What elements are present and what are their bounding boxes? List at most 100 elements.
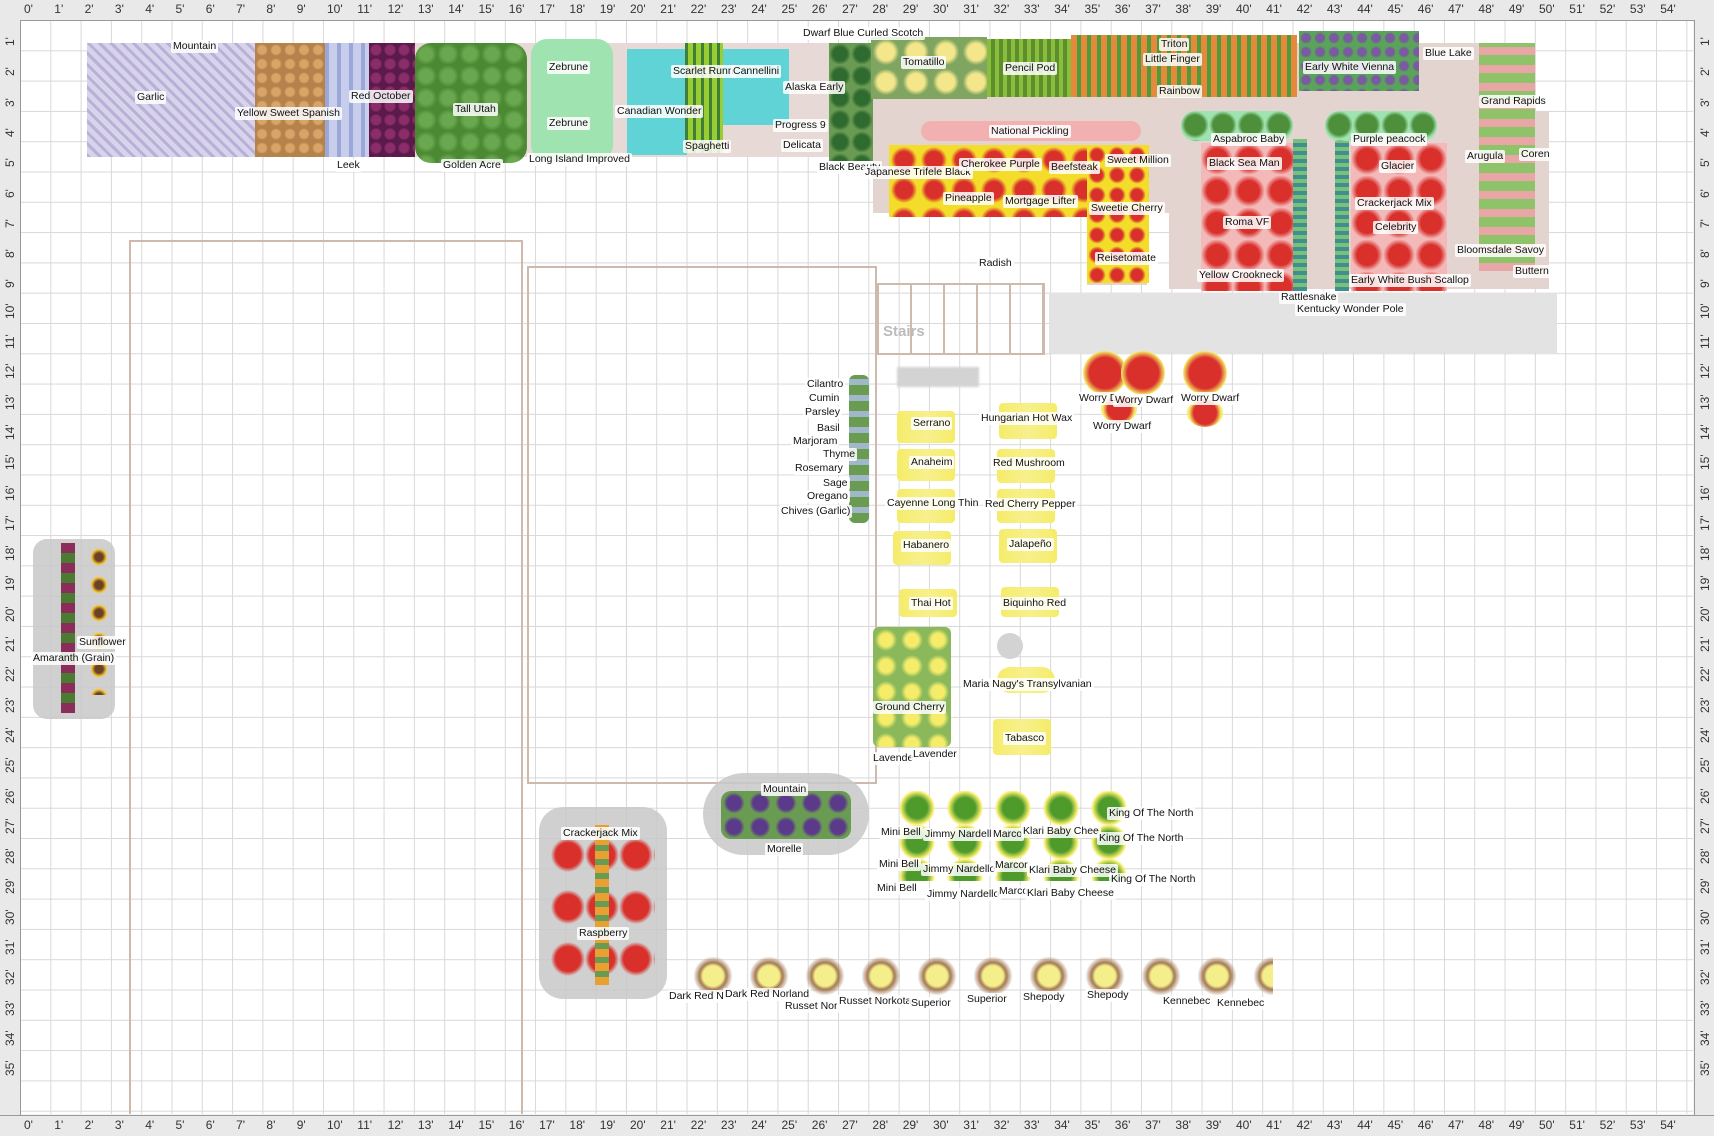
ruler-y-tick: 2' (3, 67, 17, 77)
ruler-top: 0'1'2'3'4'5'6'7'8'9'10'11'12'13'14'15'16… (0, 0, 1714, 21)
ruler-x-tick: 47' (1448, 2, 1464, 16)
ruler-x-tick: 17' (539, 1118, 555, 1132)
pole-bean-2[interactable] (1335, 141, 1349, 291)
ruler-y-tick: 9' (3, 279, 17, 289)
ruler-y-tick: 28' (1698, 848, 1712, 865)
ruler-x-tick: 8' (266, 2, 276, 16)
ruler-x-tick: 43' (1326, 1118, 1343, 1132)
label-crackerjack-top: Crackerjack Mix (1355, 197, 1434, 210)
ruler-x-tick: 11' (357, 2, 373, 16)
ruler-x-tick: 41' (1266, 2, 1282, 16)
ruler-left: 1'2'3'4'5'6'7'8'9'10'11'12'13'14'15'16'1… (0, 20, 21, 1115)
ruler-x-tick: 54' (1660, 2, 1676, 16)
path-block[interactable] (897, 367, 979, 387)
label-sweet-million: Sweet Million (1105, 154, 1171, 167)
ruler-x-tick: 1' (54, 2, 64, 16)
pea-trellis[interactable] (685, 43, 723, 153)
ruler-x-tick: 20' (630, 2, 646, 16)
worry-dwarf-plant-2[interactable] (1121, 351, 1165, 395)
label-marjoram: Marjoram (791, 435, 840, 448)
bed-outline-left[interactable] (129, 240, 523, 1114)
ruler-x-tick: 12' (387, 1118, 404, 1132)
pole-bean-1[interactable] (1293, 139, 1307, 291)
label-zebrune-1: Zebrune (547, 61, 591, 74)
ruler-x-tick: 14' (448, 2, 464, 16)
eggplant-plants[interactable] (721, 791, 851, 839)
ruler-x-tick: 48' (1478, 2, 1495, 16)
ruler-x-tick: 1' (54, 1118, 64, 1132)
ruler-x-tick: 19' (599, 2, 616, 16)
label-delicata: Delicata (781, 139, 823, 152)
ruler-x-tick: 38' (1175, 1118, 1192, 1132)
ruler-y-tick: 4' (3, 127, 17, 137)
amaranth-plants[interactable] (61, 543, 75, 713)
label-canadian-wonder: Canadian Wonder (615, 105, 704, 118)
ruler-x-tick: 35' (1084, 1118, 1101, 1132)
label-basil: Basil (815, 422, 842, 435)
worry-dwarf-plant-1[interactable] (1083, 351, 1127, 395)
label-kentucky-wonder: Kentucky Wonder Pole (1295, 303, 1406, 316)
ruler-y-tick: 11' (3, 334, 17, 349)
label-triton: Triton (1159, 38, 1190, 51)
ruler-y-tick: 15' (1698, 454, 1712, 471)
ruler-x-tick: 26' (811, 2, 828, 16)
herb-column[interactable] (849, 375, 869, 523)
bed-outline-center[interactable] (527, 266, 877, 784)
sunflower-plants[interactable] (91, 543, 107, 695)
ruler-x-tick: 40' (1236, 2, 1252, 16)
label-tall-utah: Tall Utah (453, 103, 498, 116)
label-jimmy-2: Jimmy Nardello (921, 863, 998, 876)
label-klari-2: Klari Baby Cheese (1027, 864, 1118, 877)
label-japanese-trifele: Japanese Trifele Black (863, 166, 973, 179)
ruler-y-tick: 24' (1698, 727, 1712, 743)
label-shepody-1: Shepody (1021, 991, 1067, 1004)
ruler-x-tick: 50' (1539, 1118, 1555, 1132)
label-oregano: Oregano (805, 490, 850, 503)
ruler-x-tick: 51' (1569, 1118, 1585, 1132)
worry-dwarf-plant-3[interactable] (1183, 351, 1227, 395)
label-dark-red-2: Dark Red Norland (723, 988, 812, 1001)
ruler-y-tick: 34' (3, 1030, 17, 1046)
ruler-x-tick: 27' (842, 2, 858, 16)
label-marconi-3: Marco (997, 885, 1031, 898)
ruler-x-tick: 35' (1084, 2, 1101, 16)
onion-bed[interactable] (255, 43, 325, 157)
label-cilantro: Cilantro (805, 378, 846, 391)
label-chives: Chives (Garlic) (779, 505, 853, 518)
label-zebrune-2: Zebrune (547, 117, 591, 130)
label-kennebec-1: Kennebec (1161, 995, 1213, 1008)
label-tomatillo: Tomatillo (901, 56, 947, 69)
label-jalapeno: Jalapeño (1007, 538, 1054, 551)
ruler-x-tick: 33' (1023, 2, 1040, 16)
ruler-y-tick: 30' (3, 909, 17, 925)
ruler-x-tick: 19' (599, 1118, 616, 1132)
bean-bed-cyan[interactable] (721, 49, 789, 125)
garden-canvas[interactable]: Stairs Mountain Garlic Yellow Sweet Span… (21, 21, 1693, 1114)
ruler-x-tick: 52' (1599, 1118, 1616, 1132)
ruler-y-tick: 8' (1698, 249, 1712, 259)
ruler-x-tick: 10' (327, 1118, 343, 1132)
ruler-x-tick: 4' (145, 1118, 155, 1132)
ruler-y-tick: 7' (3, 218, 17, 228)
label-lavender-2: Lavender (911, 748, 959, 761)
label-pineapple: Pineapple (943, 192, 994, 205)
label-black-sea-man: Black Sea Man (1207, 157, 1282, 170)
ruler-y-tick: 32' (3, 969, 17, 986)
ruler-x-tick: 17' (539, 2, 555, 16)
ruler-y-tick: 13' (1698, 393, 1712, 410)
label-dark-red-1: Dark Red N (667, 990, 726, 1003)
ground-cherry-bed[interactable] (873, 627, 951, 747)
eggplant-bed[interactable] (531, 39, 613, 161)
ruler-x-tick: 29' (902, 2, 919, 16)
kale-bed[interactable] (829, 43, 873, 161)
ruler-y-tick: 1' (3, 37, 17, 46)
ruler-y-tick: 23' (1698, 696, 1712, 713)
label-arugula: Arugula (1465, 150, 1506, 163)
garlic-bed[interactable] (87, 43, 255, 157)
ruler-y-tick: 26' (3, 787, 17, 804)
tomato-stake-center[interactable] (595, 825, 609, 985)
stairs[interactable]: Stairs (877, 283, 1045, 355)
ruler-x-tick: 40' (1236, 1118, 1252, 1132)
label-superior-2: Superior (965, 993, 1009, 1006)
empty-plant-spot[interactable] (997, 633, 1023, 659)
